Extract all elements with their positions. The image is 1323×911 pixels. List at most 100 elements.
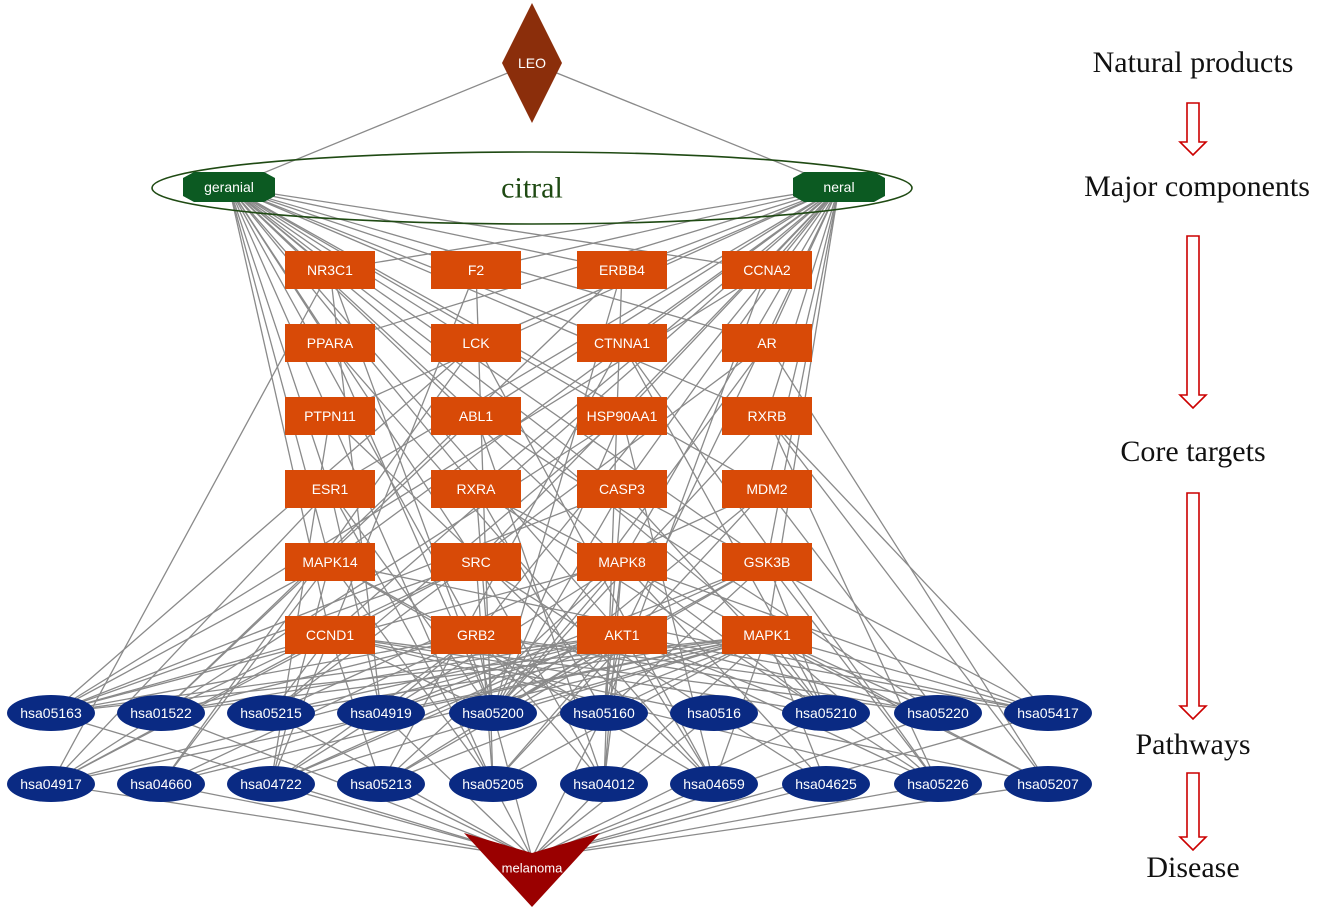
- edge-component-target: [228, 186, 623, 271]
- target-node-casp3[interactable]: [577, 470, 667, 508]
- flow-step-major-components: Major components: [1084, 170, 1310, 203]
- edge-target-pathway: [621, 634, 715, 785]
- natural-product-node-leo[interactable]: [502, 3, 562, 123]
- component-label: geranial: [204, 179, 254, 195]
- pathway-label: hsa0516: [687, 705, 741, 721]
- target-node-gsk3b[interactable]: [722, 543, 812, 581]
- pathway-node-hsa05226[interactable]: [894, 766, 982, 802]
- disease-node-melanoma[interactable]: [464, 833, 600, 907]
- pathway-label: hsa04919: [350, 705, 412, 721]
- edge-target-pathway: [766, 488, 939, 714]
- pathway-node-hsa04660[interactable]: [117, 766, 205, 802]
- edge-target-pathway: [492, 634, 623, 785]
- edge-component-target: [228, 186, 477, 417]
- pathway-node-hsa05200[interactable]: [449, 695, 537, 731]
- rect-shape: [285, 470, 375, 508]
- ellipse-shape: [782, 695, 870, 731]
- target-node-ccna2[interactable]: [722, 251, 812, 289]
- edge-target-pathway: [380, 561, 768, 714]
- target-node-hsp90aa1[interactable]: [577, 397, 667, 435]
- target-label: RXRA: [457, 481, 497, 497]
- edge-component-target: [228, 186, 331, 490]
- ellipse-shape: [7, 766, 95, 802]
- pathway-node-hsa05210[interactable]: [782, 695, 870, 731]
- rect-shape: [577, 543, 667, 581]
- target-label: AR: [757, 335, 776, 351]
- target-node-src[interactable]: [431, 543, 521, 581]
- edge-target-pathway: [475, 561, 605, 785]
- ellipse-shape: [1004, 766, 1092, 802]
- flow-arrows: [1178, 102, 1208, 852]
- pathway-node-hsa04012[interactable]: [560, 766, 648, 802]
- pathway-node-hsa05205[interactable]: [449, 766, 537, 802]
- edge-target-pathway: [475, 561, 827, 785]
- component-node-geranial[interactable]: [183, 172, 275, 202]
- target-label: ERBB4: [599, 262, 645, 278]
- down-arrow-icon: [1178, 235, 1208, 410]
- target-node-ctnna1[interactable]: [577, 324, 667, 362]
- edge-component-target: [228, 186, 623, 344]
- target-node-mdm2[interactable]: [722, 470, 812, 508]
- edge-target-pathway: [475, 488, 939, 785]
- target-node-erbb4[interactable]: [577, 251, 667, 289]
- rect-shape: [431, 324, 521, 362]
- target-node-mapk8[interactable]: [577, 543, 667, 581]
- disease-label: melanoma: [502, 861, 563, 876]
- pathway-node-hsa04919[interactable]: [337, 695, 425, 731]
- target-node-ar[interactable]: [722, 324, 812, 362]
- edge-target-pathway: [380, 561, 623, 785]
- pathway-node-hsa05215[interactable]: [227, 695, 315, 731]
- pathway-node-hsa05417[interactable]: [1004, 695, 1092, 731]
- pathway-node-hsa04659[interactable]: [670, 766, 758, 802]
- target-node-mapk1[interactable]: [722, 616, 812, 654]
- pathway-node-hsa01522[interactable]: [117, 695, 205, 731]
- target-node-ccnd1[interactable]: [285, 616, 375, 654]
- target-node-f2[interactable]: [431, 251, 521, 289]
- pathway-label: hsa05200: [462, 705, 524, 721]
- edge-product-component: [531, 62, 840, 188]
- edge-pathway-disease: [160, 783, 533, 859]
- rect-shape: [285, 397, 375, 435]
- pathway-node-hsa04917[interactable]: [7, 766, 95, 802]
- rect-shape: [431, 616, 521, 654]
- target-node-rxrb[interactable]: [722, 397, 812, 435]
- pathway-label: hsa01522: [130, 705, 192, 721]
- rect-shape: [285, 251, 375, 289]
- edge-target-pathway: [621, 634, 1049, 714]
- pathway-node-hsa04722[interactable]: [227, 766, 315, 802]
- target-node-akt1[interactable]: [577, 616, 667, 654]
- edge-target-pathway: [475, 634, 605, 785]
- target-label: LCK: [462, 335, 490, 351]
- pathway-node-hsa05163[interactable]: [7, 695, 95, 731]
- rect-shape: [431, 470, 521, 508]
- target-node-ptpn11[interactable]: [285, 397, 375, 435]
- rect-shape: [722, 397, 812, 435]
- pathway-node-hsa04625[interactable]: [782, 766, 870, 802]
- edge-target-pathway: [766, 415, 1049, 785]
- diamond-shape: [502, 3, 562, 123]
- target-node-grb2[interactable]: [431, 616, 521, 654]
- edge-component-target: [766, 186, 840, 417]
- pathway-node-hsa0516[interactable]: [670, 695, 758, 731]
- target-node-mapk14[interactable]: [285, 543, 375, 581]
- pathway-node-hsa05207[interactable]: [1004, 766, 1092, 802]
- pathway-node-hsa05160[interactable]: [560, 695, 648, 731]
- pathway-label: hsa04625: [795, 776, 857, 792]
- edge-target-pathway: [621, 561, 1049, 714]
- target-node-nr3c1[interactable]: [285, 251, 375, 289]
- edge-target-pathway: [475, 488, 605, 714]
- target-node-abl1[interactable]: [431, 397, 521, 435]
- component-node-neral[interactable]: [793, 172, 885, 202]
- pathway-node-hsa05220[interactable]: [894, 695, 982, 731]
- target-node-esr1[interactable]: [285, 470, 375, 508]
- target-node-ppara[interactable]: [285, 324, 375, 362]
- target-label: CTNNA1: [594, 335, 650, 351]
- flow-step-natural-products: Natural products: [1092, 46, 1294, 79]
- target-node-rxra[interactable]: [431, 470, 521, 508]
- target-node-lck[interactable]: [431, 324, 521, 362]
- ellipse-shape: [560, 695, 648, 731]
- rect-shape: [577, 470, 667, 508]
- ellipse-shape: [670, 766, 758, 802]
- pathway-node-hsa05213[interactable]: [337, 766, 425, 802]
